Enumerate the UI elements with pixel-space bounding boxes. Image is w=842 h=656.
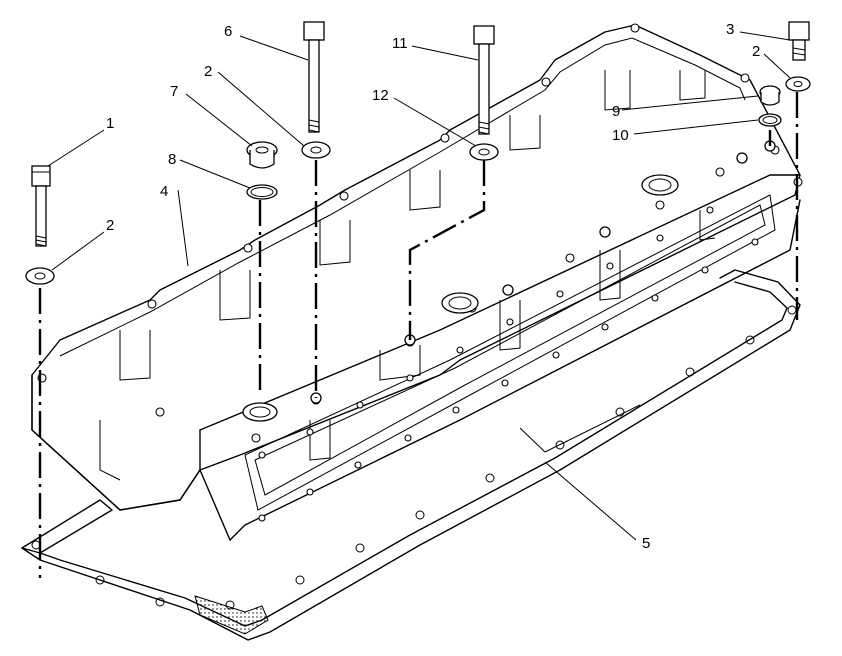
callout-3: 3 xyxy=(726,21,734,38)
assembly-centerlines xyxy=(38,92,799,578)
callouts: 1 2 2 2 3 4 5 6 7 8 9 10 11 12 xyxy=(106,21,760,552)
callout-8: 8 xyxy=(168,151,176,168)
callout-5: 5 xyxy=(642,535,650,552)
washer-2-mid xyxy=(301,141,331,159)
bolt-11 xyxy=(473,25,495,135)
plug-9 xyxy=(759,85,781,106)
callout-4: 4 xyxy=(160,183,168,200)
callout-6: 6 xyxy=(224,23,232,40)
bolt-1 xyxy=(31,165,51,247)
washer-2-left xyxy=(25,267,55,285)
gasket xyxy=(21,269,801,641)
callout-12: 12 xyxy=(372,87,389,104)
callout-2-left: 2 xyxy=(106,217,114,234)
valve-cover xyxy=(31,23,803,541)
bolt-6 xyxy=(303,21,325,133)
o-ring-8 xyxy=(246,184,278,200)
plug-7 xyxy=(246,141,278,169)
washer-12 xyxy=(469,143,499,161)
callout-1: 1 xyxy=(106,115,114,132)
callout-2-right: 2 xyxy=(752,43,760,60)
filler-boss xyxy=(242,174,679,422)
leader-lines xyxy=(47,31,791,541)
o-ring-10 xyxy=(758,113,782,127)
callout-11: 11 xyxy=(392,35,408,52)
bolt-3 xyxy=(788,21,810,61)
callout-7: 7 xyxy=(170,83,178,100)
callout-2-mid: 2 xyxy=(204,63,212,80)
callout-9: 9 xyxy=(612,103,620,120)
washer-2-right xyxy=(785,76,811,92)
callout-10: 10 xyxy=(612,127,629,144)
